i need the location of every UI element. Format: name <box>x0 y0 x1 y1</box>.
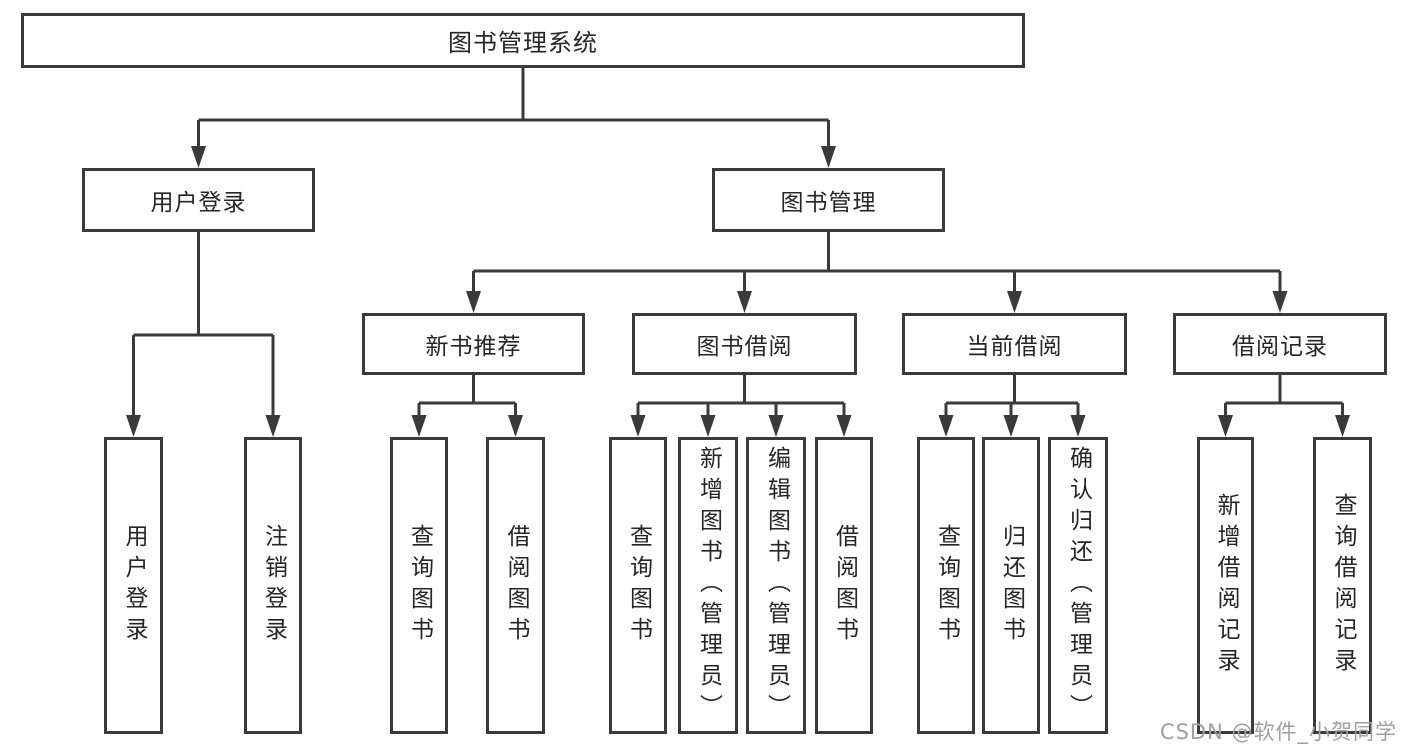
node-label: 查询借阅记录 <box>1330 492 1356 679</box>
node-query-books-borrowing: 查询图书 <box>609 437 667 734</box>
node-user-login-action: 用户登录 <box>104 437 163 734</box>
node-label: 新增图书（管理员） <box>695 446 722 725</box>
node-logout-action: 注销登录 <box>244 437 302 734</box>
node-label: 确认归还（管理员） <box>1065 446 1092 725</box>
node-add-books-admin: 新增图书（管理员） <box>678 437 738 734</box>
node-label: 查询图书 <box>406 523 433 648</box>
node-label: 归还图书 <box>998 523 1025 648</box>
node-confirm-return-admin: 确认归还（管理员） <box>1048 437 1108 734</box>
node-return-books: 归还图书 <box>982 437 1040 734</box>
node-label: 借阅图书 <box>503 523 529 648</box>
node-edit-books-admin: 编辑图书（管理员） <box>746 437 806 734</box>
node-label: 新增借阅记录 <box>1213 492 1239 679</box>
node-add-borrow-record: 新增借阅记录 <box>1197 437 1254 734</box>
node-query-books-current: 查询图书 <box>917 437 975 734</box>
node-user-login: 用户登录 <box>82 168 315 232</box>
node-borrow-books-recommend: 借阅图书 <box>486 437 545 734</box>
node-query-borrow-record: 查询借阅记录 <box>1313 437 1372 734</box>
node-book-management: 图书管理 <box>712 168 945 232</box>
node-book-borrowing: 图书借阅 <box>632 313 857 375</box>
node-borrowing-records: 借阅记录 <box>1173 313 1387 375</box>
node-query-books-recommend: 查询图书 <box>390 437 448 734</box>
node-label: 注销登录 <box>260 523 287 648</box>
node-label: 编辑图书（管理员） <box>763 446 790 725</box>
node-label: 查询图书 <box>625 523 652 648</box>
node-new-book-recommendation: 新书推荐 <box>362 313 585 375</box>
node-current-borrowing: 当前借阅 <box>902 313 1127 375</box>
node-label: 用户登录 <box>121 523 147 648</box>
watermark: CSDN @软件_小贺同学 <box>1159 720 1397 744</box>
node-library-management-system: 图书管理系统 <box>21 13 1025 68</box>
node-borrow-books-borrowing: 借阅图书 <box>815 437 873 734</box>
node-label: 查询图书 <box>933 523 960 648</box>
node-label: 借阅图书 <box>831 523 858 648</box>
